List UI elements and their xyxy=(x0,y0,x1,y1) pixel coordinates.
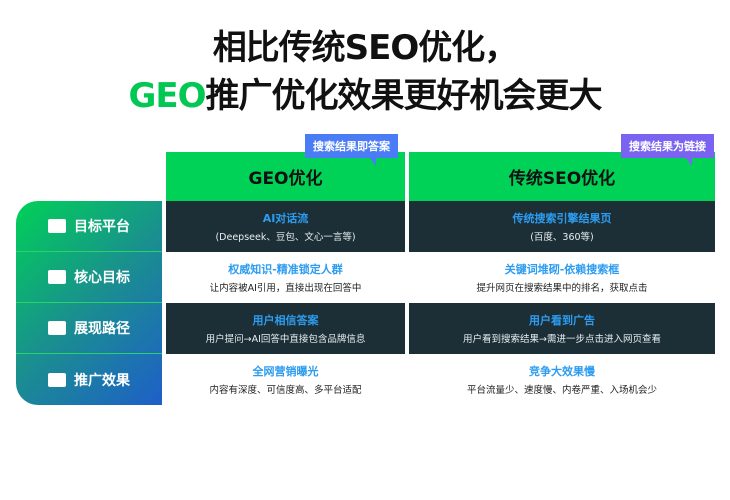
cell-sub: 用户提问→AI回答中直接包含品牌信息 xyxy=(205,334,366,345)
row-label-text: 目标平台 xyxy=(74,219,130,235)
geo-column: GEO优化 AI对话流 (Deepseek、豆包、文心一言等) 权威知识-精准锁定… xyxy=(166,152,405,405)
row-labels-sidebar: 目标平台 核心目标 展现路径 推广效果 xyxy=(16,201,162,405)
row-label-display-path: 展现路径 xyxy=(16,303,162,354)
cell-heading: 权威知识-精准锁定人群 xyxy=(228,263,343,276)
cell: 用户相信答案用户提问→AI回答中直接包含品牌信息 xyxy=(166,303,405,354)
cell-heading: 用户相信答案 xyxy=(252,314,319,327)
row-label-promo-effect: 推广效果 xyxy=(16,354,162,405)
cell-sub: 让内容被AI引用，直接出现在回答中 xyxy=(209,283,362,294)
cell-sub: 提升网页在搜索结果中的排名，获取点击 xyxy=(476,283,648,294)
cell-heading: AI对话流 xyxy=(262,212,309,225)
cell-sub: (Deepseek、豆包、文心一言等) xyxy=(215,232,356,243)
cell: 权威知识-精准锁定人群让内容被AI引用，直接出现在回答中 xyxy=(166,252,405,303)
title-line-1: 相比传统SEO优化， xyxy=(212,28,519,68)
seo-column: 传统SEO优化 传统搜索引擎结果页 (百度、360等) 关键词堆砌-依赖搜索框提升… xyxy=(409,152,715,405)
geo-callout-tag: 搜索结果即答案 xyxy=(305,134,398,166)
printer-icon xyxy=(48,321,66,335)
id-card-icon xyxy=(48,270,66,284)
title-highlight: GEO xyxy=(128,76,206,116)
cell-heading: 用户看到广告 xyxy=(529,314,595,327)
row-label-text: 展现路径 xyxy=(74,321,130,337)
cell-heading: 关键词堆砌-依赖搜索框 xyxy=(504,263,620,276)
title-rest: 推广优化效果更好机会更大 xyxy=(205,76,603,116)
cell: 关键词堆砌-依赖搜索框提升网页在搜索结果中的排名，获取点击 xyxy=(409,252,715,303)
cell: 全网营销曝光内容有深度、可信度高、多平台适配 xyxy=(166,354,405,405)
cell-heading: 全网营销曝光 xyxy=(252,365,319,378)
column-header: GEO优化 xyxy=(166,152,405,201)
row-label-text: 推广效果 xyxy=(74,372,130,389)
cell-heading: 传统搜索引擎结果页 xyxy=(512,212,612,225)
video-camera-icon xyxy=(48,372,66,387)
seo-callout-tag: 搜索结果为链接 xyxy=(621,134,714,166)
cell-sub: 内容有深度、可信度高、多平台适配 xyxy=(209,385,362,396)
cell-sub: 用户看到搜索结果→需进一步点击进入网页查看 xyxy=(463,334,661,345)
row-label-core-goal: 核心目标 xyxy=(16,252,162,303)
cell-heading: 竞争大效果慢 xyxy=(529,365,595,378)
row-label-text: 核心目标 xyxy=(74,270,130,286)
cell-sub: 平台流量少、速度慢、内卷严重、入场机会少 xyxy=(466,385,657,396)
cell: AI对话流 (Deepseek、豆包、文心一言等) xyxy=(166,201,405,252)
title-line-2: GEO推广优化效果更好机会更大 xyxy=(0,68,730,117)
row-label-target-platform: 目标平台 xyxy=(16,201,162,252)
column-header: 传统SEO优化 xyxy=(409,152,715,201)
cell: 竞争大效果慢平台流量少、速度慢、内卷严重、入场机会少 xyxy=(409,354,715,405)
monitor-chart-icon xyxy=(48,219,66,233)
cell-sub: (百度、360等) xyxy=(530,232,594,243)
cell: 用户看到广告用户看到搜索结果→需进一步点击进入网页查看 xyxy=(409,303,715,354)
cell: 传统搜索引擎结果页 (百度、360等) xyxy=(409,201,715,252)
